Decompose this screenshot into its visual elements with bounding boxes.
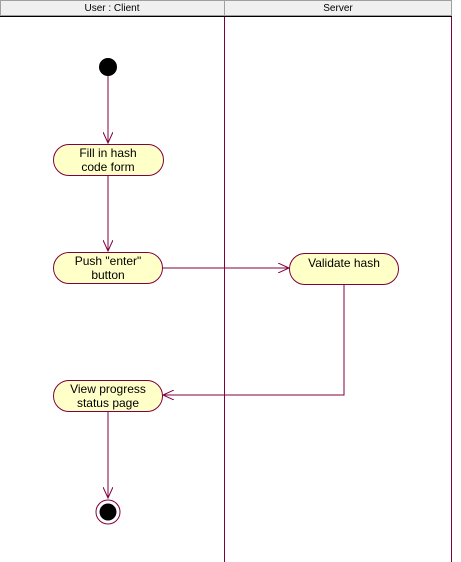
lane-label-client: User : Client <box>84 3 139 14</box>
activity-label-line: Push "enter" <box>75 254 142 268</box>
activity-fill-hash-form[interactable]: Fill in hash code form <box>53 144 164 176</box>
activity-label-line: View progress <box>70 382 146 396</box>
activity-label-line: button <box>91 268 124 282</box>
activity-validate-hash[interactable]: Validate hash <box>289 253 399 285</box>
header-cell-server <box>224 0 452 16</box>
activity-view-progress[interactable]: View progress status page <box>53 380 163 412</box>
swimlane-header: User : Client Server <box>0 0 452 17</box>
activity-label-line: Fill in hash <box>79 146 136 160</box>
activity-label-line: code form <box>81 160 134 174</box>
lane-label-server: Server <box>323 3 353 14</box>
final-node[interactable] <box>95 499 121 525</box>
activity-push-enter[interactable]: Push "enter" button <box>53 252 163 284</box>
transition-validate-to-view <box>163 285 345 395</box>
initial-node[interactable] <box>99 58 117 76</box>
activity-label-line: status page <box>77 396 139 410</box>
activity-label-line: Validate hash <box>308 256 380 270</box>
